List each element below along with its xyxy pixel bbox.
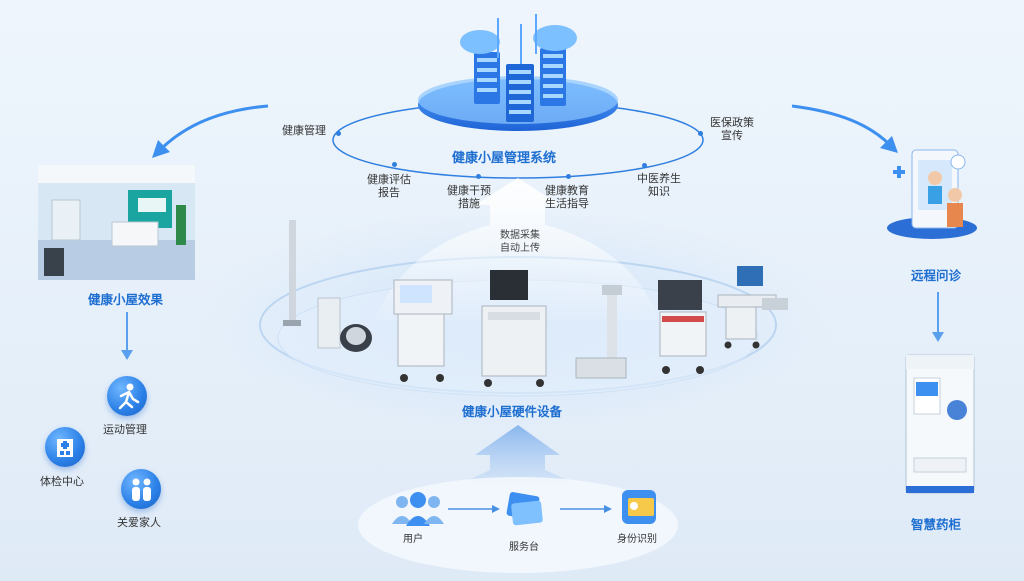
sport-management-label: 运动管理	[103, 423, 147, 436]
health-room-effect-title: 健康小屋效果	[88, 292, 164, 307]
hospital-building-icon	[45, 427, 85, 467]
system-item-assessment-report: 健康评估 报告	[367, 173, 411, 199]
orbit-dot	[392, 162, 397, 167]
system-title: 健康小屋管理系统	[452, 151, 557, 166]
system-item-education: 健康教育 生活指导	[545, 184, 589, 210]
server-towers	[460, 14, 577, 122]
hardware-devices	[283, 220, 788, 387]
remote-consultation-illustration	[887, 149, 977, 239]
orbit-dot	[642, 163, 647, 168]
care-family-label: 关爱家人	[117, 516, 161, 529]
orbit-dot	[476, 174, 481, 179]
system-item-insurance-policy: 医保政策 宣传	[710, 116, 754, 142]
medicine-cabinet-illustration	[905, 354, 975, 494]
orbit-dot	[698, 131, 703, 136]
running-person-icon	[107, 376, 147, 416]
smart-cabinet-title: 智慧药柜	[911, 517, 962, 532]
orbit-dot	[336, 131, 341, 136]
user-label: 用户	[403, 534, 423, 545]
system-item-tcm: 中医养生 知识	[637, 172, 681, 198]
health-room-photo	[38, 165, 195, 280]
system-item-health-management: 健康管理	[282, 124, 326, 137]
bottom-icons	[392, 490, 656, 526]
system-item-intervention: 健康干预 措施	[447, 184, 491, 210]
family-icon	[121, 469, 161, 509]
orbit-dot	[566, 174, 571, 179]
checkup-center-label: 体检中心	[40, 475, 84, 488]
remote-consultation-title: 远程问诊	[911, 268, 962, 283]
identity-recognition-label: 身份识别	[617, 534, 657, 545]
hardware-title: 健康小屋硬件设备	[462, 404, 563, 419]
data-upload-label: 数据采集 自动上传	[500, 230, 540, 254]
service-desk-label: 服务台	[509, 542, 539, 553]
